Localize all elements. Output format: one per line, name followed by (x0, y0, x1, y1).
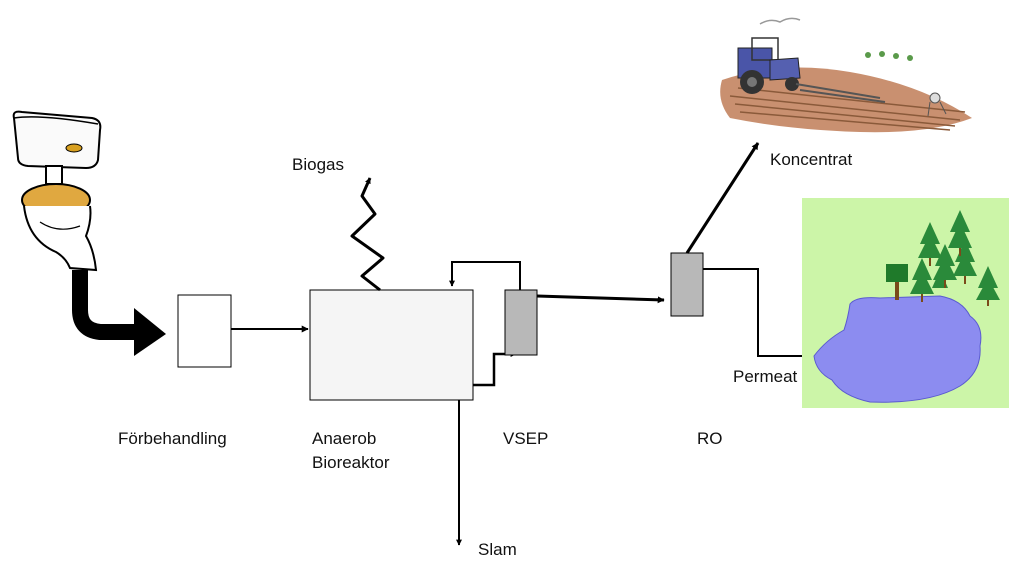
biogas-label: Biogas (292, 155, 344, 174)
waste-flow-arrow (72, 270, 166, 356)
pretreatment-label: Förbehandling (118, 429, 227, 448)
biogas-arrow (350, 177, 385, 292)
feed-to-vsep-arrow (473, 351, 517, 387)
permeate-arrow (703, 268, 811, 359)
recycle-loop-arrow (449, 261, 521, 290)
vsep-unit (504, 289, 538, 356)
reactor-label-line2: Bioreaktor (312, 453, 390, 472)
ro-label: RO (697, 429, 723, 448)
concentrate-arrow (685, 142, 760, 254)
permeate-label: Permeat (733, 367, 798, 386)
flow-arrow-to-ro (536, 294, 665, 304)
tractor-field-image (720, 17, 972, 133)
reactor-label-line1: Anaerob (312, 429, 376, 448)
lake-forest-image (802, 198, 1009, 408)
sludge-label: Slam (478, 540, 517, 559)
ro-unit (670, 252, 704, 317)
toilet-icon (12, 110, 102, 272)
vsep-label: VSEP (503, 429, 548, 448)
concentrate-label: Koncentrat (770, 150, 852, 169)
pretreatment-unit (177, 294, 232, 368)
anaerobic-bioreactor (309, 289, 474, 401)
